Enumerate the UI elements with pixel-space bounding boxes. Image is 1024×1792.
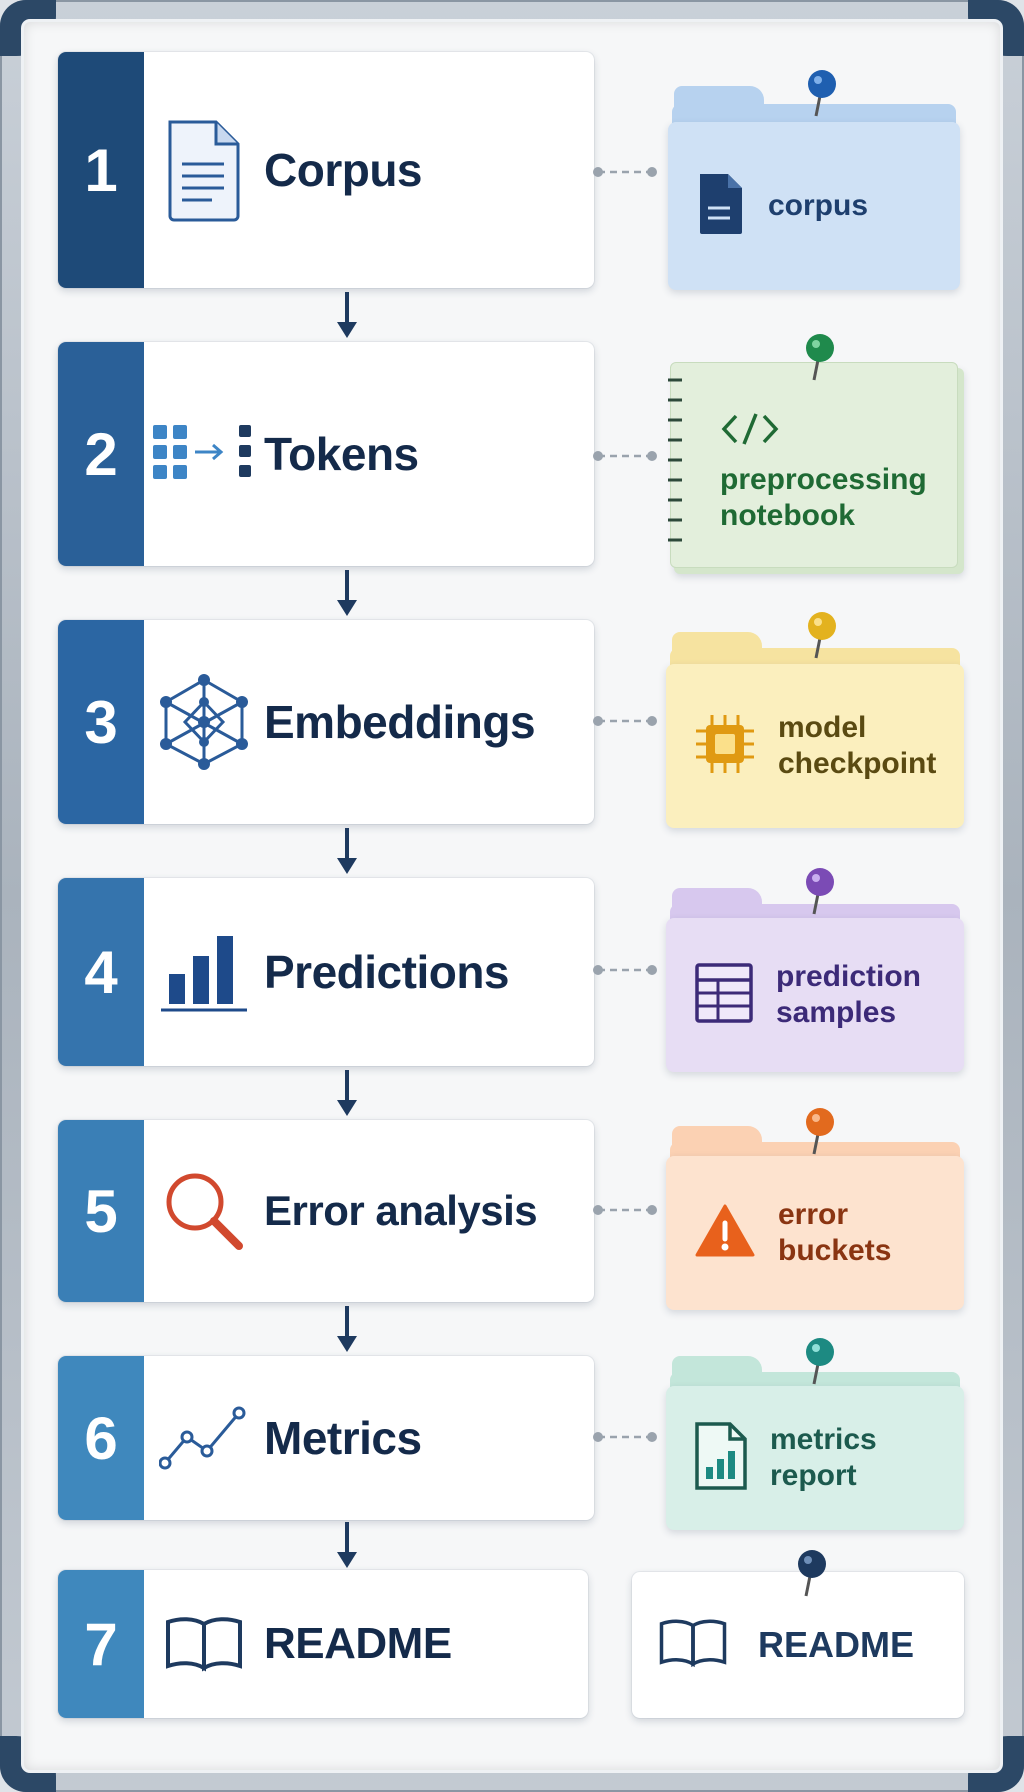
pushpin-icon — [806, 868, 834, 915]
flow-arrow — [337, 1306, 357, 1352]
stage-label: Corpus — [264, 144, 423, 196]
artifact-prediction-samples-folder[interactable]: prediction samples — [666, 868, 964, 1072]
spiral-binding — [668, 378, 682, 542]
stage-card-error-analysis[interactable]: 5 Error analysis — [58, 1120, 594, 1302]
artifact-label: metrics report — [770, 1423, 877, 1492]
pushpin-icon — [806, 1108, 834, 1155]
artifact-readme-card[interactable]: README — [632, 1550, 964, 1718]
line-chart-icon — [144, 1403, 264, 1473]
stage-number: 4 — [58, 878, 144, 1066]
tokenize-icon — [144, 419, 264, 489]
warning-icon — [694, 1203, 756, 1264]
chip-icon — [694, 713, 756, 780]
artifact-label: prediction samples — [776, 960, 922, 1029]
dashed-connector — [593, 167, 657, 177]
open-book-icon — [658, 1616, 728, 1675]
artifact-metrics-report-folder[interactable]: metrics report — [666, 1338, 964, 1530]
table-icon — [694, 962, 754, 1029]
stage-number: 5 — [58, 1120, 144, 1302]
artifact-label: preprocessing notebook — [720, 463, 927, 532]
pushpin-icon — [806, 1338, 834, 1385]
artifact-label: model checkpoint — [778, 711, 937, 780]
stage-label: Embeddings — [264, 696, 536, 748]
stage-label: Tokens — [264, 428, 419, 480]
flow-arrow — [337, 1070, 357, 1116]
stage-number: 1 — [58, 52, 144, 288]
artifact-label: README — [758, 1624, 915, 1666]
network-graph-icon — [144, 674, 264, 770]
stage-card-embeddings[interactable]: 3 Embeddings — [58, 620, 594, 824]
artifact-model-checkpoint-folder[interactable]: model checkpoint — [666, 612, 964, 828]
dashed-connector — [593, 451, 657, 461]
code-icon — [720, 412, 780, 451]
artifact-preprocessing-notebook[interactable]: preprocessing notebook — [664, 334, 964, 574]
stage-card-predictions[interactable]: 4 Predictions — [58, 878, 594, 1066]
stage-card-tokens[interactable]: 2 Tokens — [58, 342, 594, 566]
dashed-connector — [593, 716, 657, 726]
stage-card-metrics[interactable]: 6 Metrics — [58, 1356, 594, 1520]
dashed-connector — [593, 1205, 657, 1215]
artifact-error-buckets-folder[interactable]: error buckets — [666, 1108, 964, 1310]
artifact-corpus-folder[interactable]: corpus — [668, 70, 960, 290]
document-icon — [144, 118, 264, 222]
stage-card-corpus[interactable]: 1 Corpus — [58, 52, 594, 288]
stage-number: 6 — [58, 1356, 144, 1520]
pushpin-icon — [808, 612, 836, 659]
pushpin-icon — [808, 70, 836, 117]
flow-arrow — [337, 1522, 357, 1568]
magnifier-icon — [144, 1168, 264, 1254]
flow-arrow — [337, 570, 357, 616]
stage-number: 2 — [58, 342, 144, 566]
dashed-connector — [593, 965, 657, 975]
stage-label: Predictions — [264, 946, 510, 998]
open-book-icon — [144, 1614, 264, 1674]
artifact-label: corpus — [768, 189, 869, 222]
dashed-connector — [593, 1432, 657, 1442]
flow-arrow — [337, 292, 357, 338]
pushpin-icon — [806, 334, 834, 381]
stage-label: README — [264, 1619, 452, 1668]
report-icon — [694, 1421, 748, 1496]
stage-number: 7 — [58, 1570, 144, 1718]
artifact-label: error buckets — [778, 1198, 892, 1267]
pushpin-icon — [798, 1550, 826, 1597]
stage-number: 3 — [58, 620, 144, 824]
document-icon — [696, 172, 746, 241]
stage-label: Error analysis — [264, 1187, 538, 1234]
stage-card-readme[interactable]: 7 README — [58, 1570, 588, 1718]
stage-label: Metrics — [264, 1412, 422, 1464]
bar-chart-icon — [144, 930, 264, 1014]
flow-arrow — [337, 828, 357, 874]
